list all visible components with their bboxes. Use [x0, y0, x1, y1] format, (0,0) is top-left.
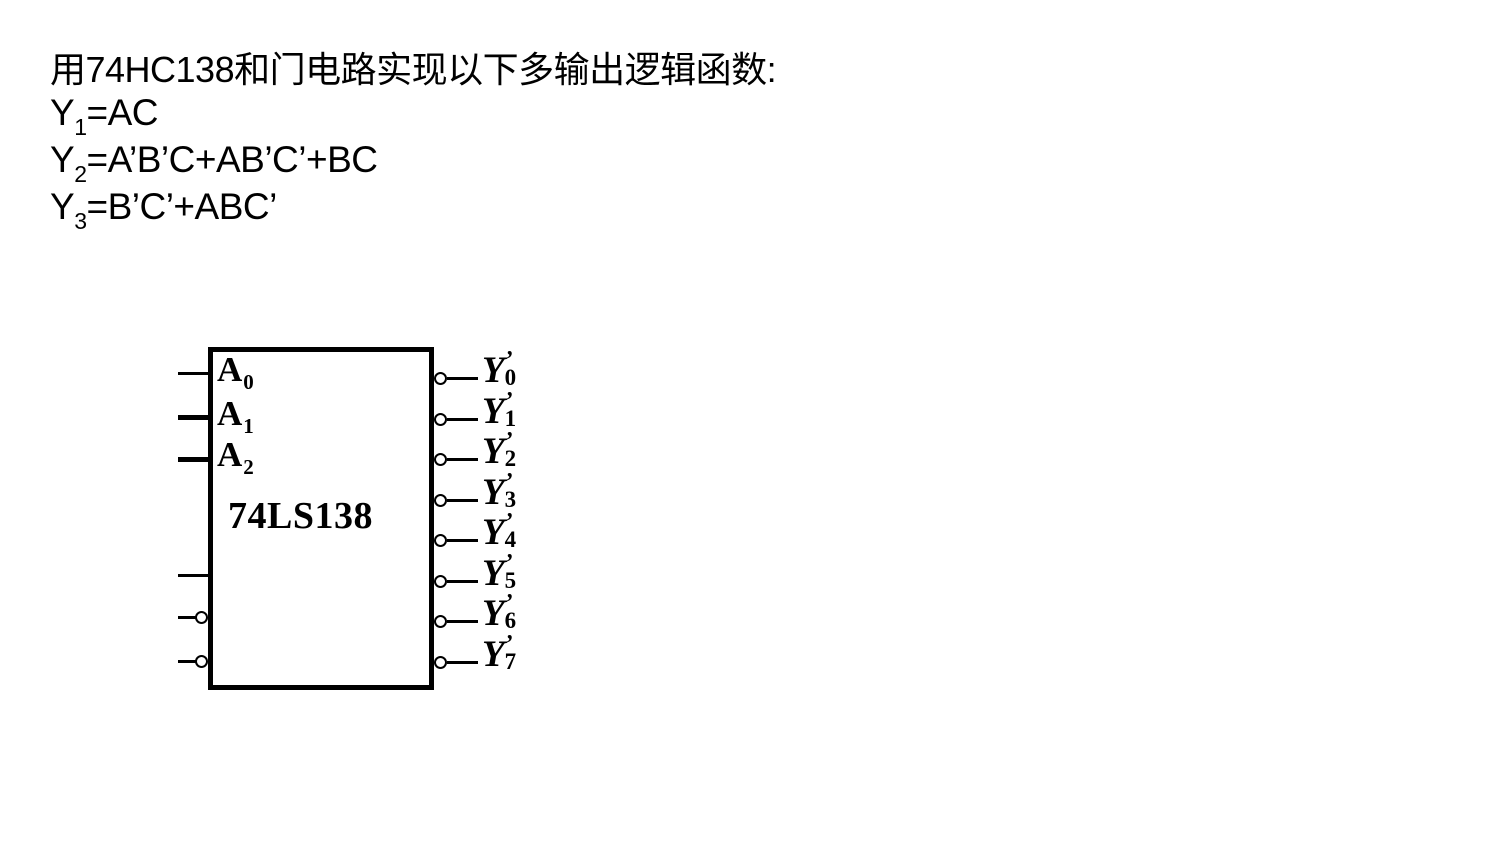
- output-pin-y5-inversion-bubble: [434, 574, 447, 588]
- equation-y2: Y2=A’B’C+AB’C’+BC: [50, 138, 378, 196]
- input-label-a2: A2: [217, 435, 254, 479]
- output-label-y4: Y ’4: [482, 509, 517, 553]
- output-pin-y4-line: [447, 538, 478, 542]
- output-pin-y6-line: [447, 619, 478, 623]
- input-label-a1: A1: [217, 394, 254, 438]
- equation-y1: Y1=AC: [50, 91, 158, 149]
- output-label-y5: Y ’5: [482, 550, 517, 594]
- output-label-y1: Y ’1: [482, 388, 517, 432]
- output-pin-y2-inversion-bubble: [434, 452, 447, 466]
- output-pin-y0-inversion-bubble: [434, 371, 447, 385]
- input-pin-a1-line: [178, 415, 208, 420]
- enable-pin-g2a-line: [178, 616, 196, 619]
- equation-y3-subscript: 3: [74, 208, 87, 234]
- output-pin-y5-line: [447, 579, 478, 583]
- output-pin-y1-inversion-bubble: [434, 412, 447, 426]
- equation-y2-base: Y: [50, 139, 75, 180]
- equation-y1-subscript: 1: [74, 114, 87, 140]
- output-label-y0: Y ’0: [482, 347, 517, 391]
- output-pin-y3-inversion-bubble: [434, 493, 447, 507]
- equation-y2-expression: =A’B’C+AB’C’+BC: [86, 139, 378, 180]
- equation-y1-expression: =AC: [86, 92, 158, 133]
- input-pin-a0-line: [178, 372, 208, 375]
- output-pin-y3-line: [447, 498, 478, 502]
- enable-pin-g2b-line: [178, 660, 196, 663]
- output-pin-y7-inversion-bubble: [434, 655, 447, 669]
- output-pin-y2-line: [447, 457, 478, 461]
- output-label-y2: Y ’2: [482, 428, 517, 472]
- enable-pin-g2a-inversion-bubble: [195, 611, 208, 624]
- equation-y2-subscript: 2: [74, 161, 87, 187]
- equation-y3-expression: =B’C’+ABC’: [86, 186, 277, 227]
- output-pin-y6-inversion-bubble: [434, 614, 447, 628]
- input-pin-a2-line: [178, 457, 208, 462]
- output-label-y7: Y ’7: [482, 631, 517, 675]
- equation-y3: Y3=B’C’+ABC’: [50, 185, 277, 243]
- enable-pin-g2b-inversion-bubble: [195, 655, 208, 668]
- output-pin-y1-line: [447, 417, 478, 421]
- output-pin-y4-inversion-bubble: [434, 533, 447, 547]
- enable-pin-g1-line: [178, 574, 208, 577]
- output-label-y3: Y ’3: [482, 469, 517, 513]
- equation-y1-base: Y: [50, 92, 75, 133]
- problem-title: 用74HC138和门电路实现以下多输出逻辑函数:: [50, 49, 777, 90]
- equation-y3-base: Y: [50, 186, 75, 227]
- chip-body: [208, 347, 434, 690]
- input-label-a0: A0: [217, 350, 254, 394]
- output-pin-y7-line: [447, 660, 478, 664]
- chip-part-number: 74LS138: [228, 495, 373, 537]
- output-pin-y0-line: [447, 376, 478, 380]
- output-label-y6: Y ’6: [482, 590, 517, 634]
